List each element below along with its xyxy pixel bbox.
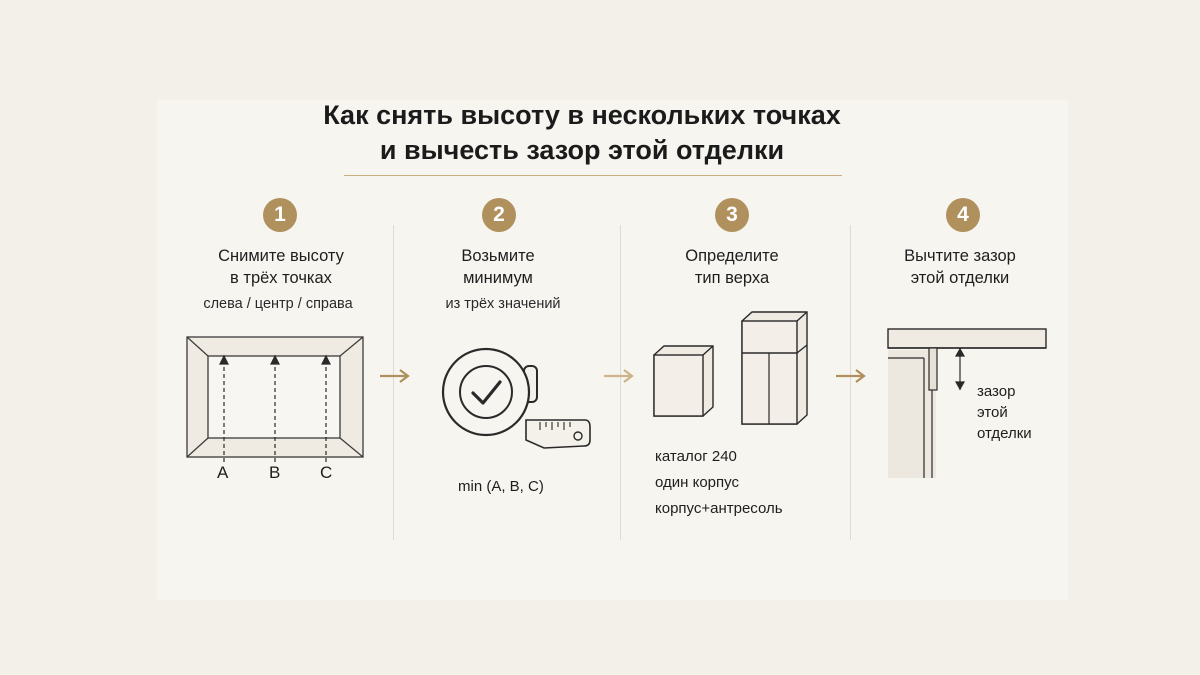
step-3-heading-line-2: тип верха: [694, 269, 770, 287]
step-3-badge: 3: [715, 198, 749, 232]
tape-measure-icon: [441, 347, 591, 449]
arrow-right-icon: [604, 369, 634, 383]
ceiling-gap-diagram: [887, 328, 1047, 478]
step-3-heading: Определите тип верха: [612, 245, 852, 289]
cabinet-with-mezzanine-icon: [741, 311, 808, 425]
step-4-heading-line-2: этой отделки: [910, 269, 1010, 287]
column-divider: [620, 225, 621, 540]
step-4-heading: Вычтите зазор этой отделки: [840, 245, 1080, 289]
top-type-single-case: один корпус: [655, 474, 739, 491]
step-3-heading-line-1: Определите: [685, 247, 779, 265]
point-c-label: C: [320, 463, 333, 482]
point-b-label: B: [269, 463, 281, 482]
top-type-case-mezzanine: корпус+антресоль: [655, 500, 783, 517]
title-line-2: и вычесть зазор этой отделки: [379, 135, 785, 165]
opening-diagram: [186, 336, 364, 462]
point-a-label: A: [217, 463, 229, 482]
step-1-subtitle: слева / центр / справа: [203, 296, 353, 312]
single-cabinet-icon: [653, 345, 714, 417]
step-2-subtitle: из трёх значений: [445, 296, 561, 312]
step-1-badge: 1: [263, 198, 297, 232]
min-formula: min (A, B, C): [458, 478, 544, 495]
top-type-catalog: каталог 240: [655, 448, 737, 465]
arrow-right-icon: [380, 369, 410, 383]
title-divider: [344, 175, 842, 176]
column-divider: [393, 225, 394, 540]
gap-label-line-3: отделки: [977, 425, 1032, 442]
gap-label-line-2: этой: [977, 404, 1008, 421]
step-1-heading-line-1: Снимите высоту: [218, 247, 344, 265]
step-2-heading: Возьмите минимум: [378, 245, 618, 289]
step-1-heading-line-2: в трёх точках: [230, 269, 332, 287]
step-4-heading-line-1: Вычтите зазор: [904, 247, 1016, 265]
step-2-badge: 2: [482, 198, 516, 232]
step-1-heading: Снимите высоту в трёх точках: [161, 245, 401, 289]
step-4-badge: 4: [946, 198, 980, 232]
step-2-heading-line-2: минимум: [463, 269, 533, 287]
column-divider: [850, 225, 851, 540]
gap-label-line-1: зазор: [977, 383, 1016, 400]
arrow-right-icon: [836, 369, 866, 383]
title-line-1: Как снять высоту в нескольких точках: [323, 100, 841, 130]
step-2-heading-line-1: Возьмите: [461, 247, 535, 265]
